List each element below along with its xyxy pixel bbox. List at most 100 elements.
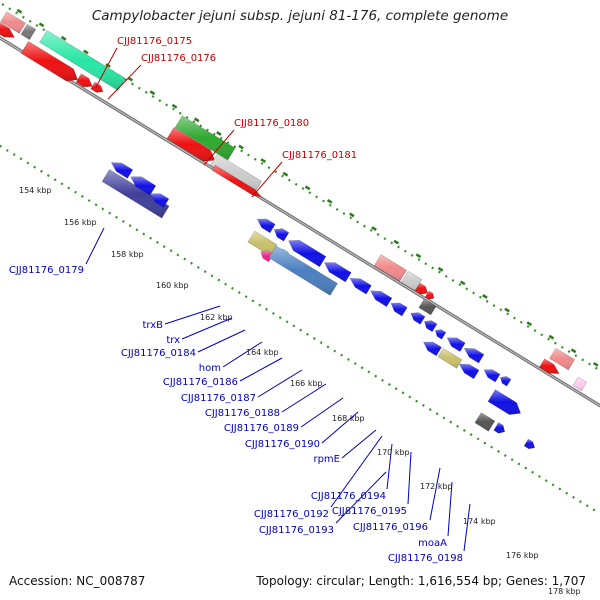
label-rpmE[interactable]: rpmE [313,454,340,465]
gene-reverse-blue-c[interactable] [150,193,170,208]
label-cjj81176-0181-leader [251,161,283,198]
tick-ring-dotted [0,1,600,515]
label-cjj81176-0190[interactable]: CJJ81176_0190 [245,439,320,450]
gene-reverse-hom[interactable] [268,245,338,296]
gene-forward-red-h[interactable] [538,358,560,374]
gene-forward-red-f[interactable] [414,282,429,295]
label-cjj81176-0175[interactable]: CJJ81176_0175 [117,36,192,47]
gene-reverse-blue-e[interactable] [273,228,290,242]
label-cjj81176-0192[interactable]: CJJ81176_0192 [254,509,329,520]
gene-reverse-0188[interactable] [349,277,372,295]
gene-reverse-dark-shine [474,412,495,432]
label-cjj81176-0194[interactable]: CJJ81176_0194 [311,491,386,502]
major-tick [548,334,555,340]
gene-reverse-blue-g[interactable] [434,329,447,340]
map-title: Campylobacter jejuni subsp. jejuni 81-17… [91,8,509,24]
gene-forward-0176[interactable] [20,40,79,82]
gene-labels[interactable]: CJJ81176_0175CJJ81176_0176CJJ81176_0180C… [9,36,463,564]
gene-reverse-0192[interactable] [446,337,466,352]
gene-forward-0175-shine [39,30,126,91]
label-cjj81176-0193[interactable]: CJJ81176_0193 [259,525,334,536]
gene-forward-0175[interactable] [39,29,126,91]
gene-reverse-0184[interactable] [260,250,274,263]
gene-reverse-0195-shine [438,348,462,369]
label-trxB-leader [164,305,221,325]
label-cjj81176-0181[interactable]: CJJ81176_0181 [282,150,357,161]
label-hom[interactable]: hom [199,363,221,374]
gene-reverse-0194[interactable] [423,341,442,357]
genome-backbone [0,36,600,408]
kbp-label: 158 kbp [111,250,144,259]
gene-reverse-moaA[interactable] [483,369,501,383]
label-cjj81176-0179[interactable]: CJJ81176_0179 [9,265,84,276]
gene-reverse-blue-c-shine [150,193,169,208]
gene-reverse-blue-f[interactable] [424,320,438,333]
gene-reverse-blue-i[interactable] [493,422,506,434]
kbp-label: 154 kbp [19,186,52,195]
gene-forward-red-c[interactable] [90,81,104,93]
gene-reverse-blue-h[interactable] [500,376,512,387]
label-cjj81176-0187[interactable]: CJJ81176_0187 [181,393,256,404]
label-cjj81176-0193-leader [335,471,387,524]
gene-forward-red-g[interactable] [424,290,435,300]
major-tick [149,90,156,96]
gene-forward-lightpink[interactable] [572,376,588,392]
kbp-label: 164 kbp [246,348,279,357]
major-tick [260,158,267,164]
label-cjj81176-0188[interactable]: CJJ81176_0188 [205,408,280,419]
major-tick [326,198,333,204]
gene-reverse-0195[interactable] [437,347,463,369]
label-cjj81176-0184[interactable]: CJJ81176_0184 [121,348,196,359]
gene-reverse-0186[interactable] [288,239,327,268]
gene-reverse-blue-d[interactable] [256,218,276,234]
gene-reverse-dark[interactable] [474,412,496,432]
major-tick [83,49,89,55]
gene-forward-red-a-shine [0,22,15,38]
gene-forward-dark[interactable] [418,298,437,316]
label-cjj81176-0195[interactable]: CJJ81176_0195 [332,506,407,517]
gene-forward-0180[interactable] [174,115,236,161]
label-cjj81176-0196[interactable]: CJJ81176_0196 [353,522,428,533]
label-trxB[interactable]: trxB [142,320,163,331]
gene-reverse-0187[interactable] [323,262,352,283]
gene-forward-pink-b[interactable] [373,254,408,282]
gene-reverse-blue-i-shine [493,422,505,434]
gene-forward-red-d[interactable] [166,127,216,162]
gene-features[interactable] [0,11,588,450]
gene-forward-red-e[interactable] [211,164,263,198]
gene-forward-red-a[interactable] [0,22,15,38]
gene-forward-pink-c[interactable] [549,347,576,371]
major-tick [193,117,200,123]
gene-forward-red-f-shine [415,283,428,295]
gene-reverse-blue-b[interactable] [130,176,157,196]
gene-reverse-blue-j[interactable] [523,438,536,450]
backbone-line [0,37,600,407]
gene-forward-0180-shine [175,115,236,160]
gene-forward-red-b[interactable] [75,73,93,88]
gene-reverse-0187-shine [324,262,352,282]
gene-reverse-0193[interactable] [463,347,485,364]
gene-reverse-blue-a[interactable] [110,162,134,179]
label-cjj81176-0196-leader [429,467,441,521]
gene-reverse-rpmE-shine [410,312,425,325]
gene-reverse-0189[interactable] [369,290,393,308]
gene-forward-grey[interactable] [20,23,37,41]
label-cjj81176-0189[interactable]: CJJ81176_0189 [224,423,299,434]
label-cjj81176-0186[interactable]: CJJ81176_0186 [163,377,238,388]
gene-reverse-0198-shine [488,389,521,415]
major-tick [38,22,45,28]
gene-forward-pink[interactable] [0,11,26,34]
label-hom-leader [222,341,263,368]
label-trx[interactable]: trx [166,335,180,346]
label-cjj81176-0198[interactable]: CJJ81176_0198 [388,553,463,564]
gene-reverse-0196[interactable] [458,363,480,380]
gene-reverse-0190[interactable] [390,302,408,317]
gene-forward-0176-shine [21,41,78,81]
label-moaA[interactable]: moaA [418,538,447,549]
label-cjj81176-0180[interactable]: CJJ81176_0180 [234,118,309,129]
label-cjj81176-0176[interactable]: CJJ81176_0176 [141,53,216,64]
gene-reverse-0198[interactable] [487,389,522,415]
gene-reverse-rpmE[interactable] [410,312,426,325]
